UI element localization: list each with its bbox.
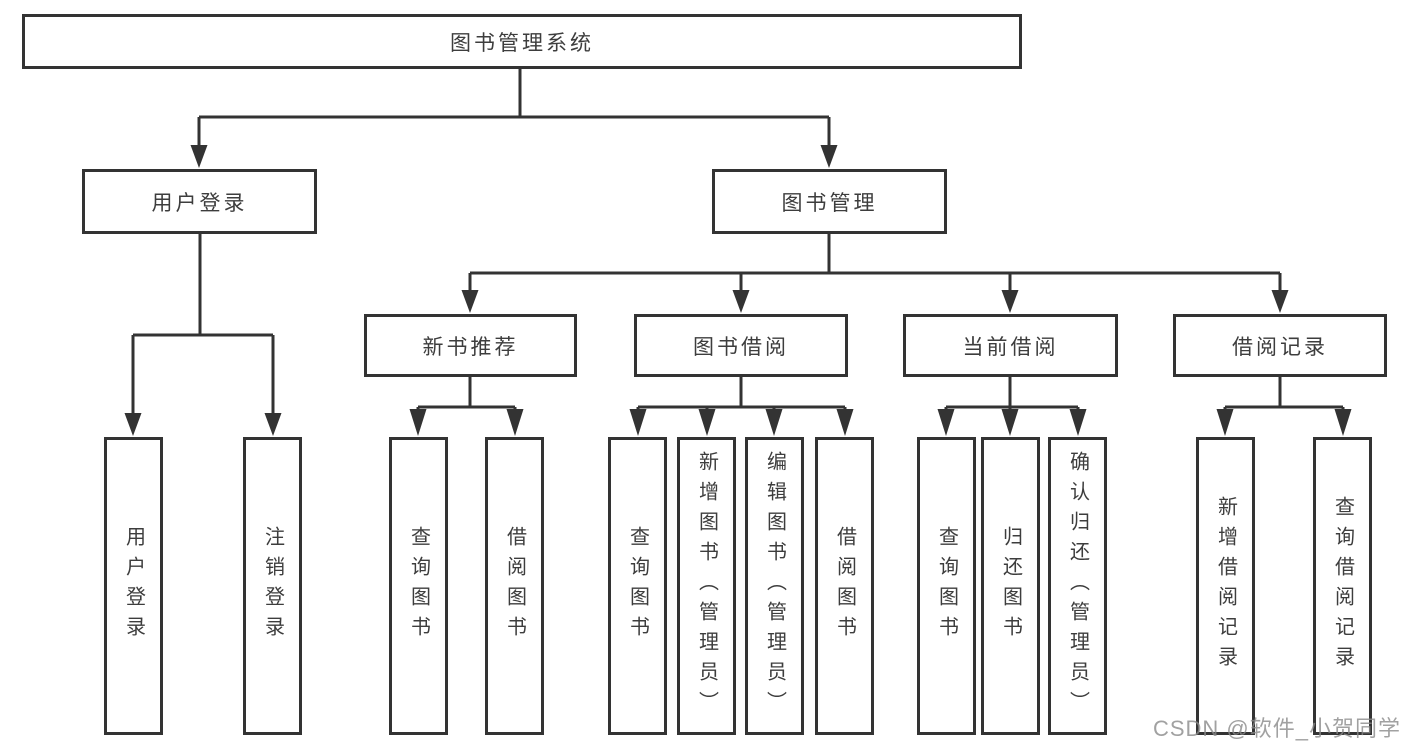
arrowhead-icon xyxy=(937,409,1087,436)
arrowhead-icon xyxy=(629,409,854,436)
leaf-borrow-books: 借阅图书 xyxy=(815,437,874,735)
leaf-borrow-books-recommend: 借阅图书 xyxy=(485,437,544,735)
leaf-query-borrow-record: 查询借阅记录 xyxy=(1313,437,1372,735)
leaf-logout-login: 注销登录 xyxy=(243,437,302,735)
connectors-user-login xyxy=(124,234,282,436)
node-current-borrowing: 当前借阅 xyxy=(903,314,1118,377)
connectors-current-borrowing xyxy=(937,377,1087,436)
connectors-book-borrowing xyxy=(629,377,854,436)
connector-line xyxy=(944,377,1080,410)
leaf-confirm-return-admin: 确认归还（管理员） xyxy=(1048,437,1107,735)
connectors-new-book-recommend xyxy=(409,377,524,436)
connector-line xyxy=(131,234,275,414)
leaf-user-login: 用户登录 xyxy=(104,437,163,735)
connector-line xyxy=(636,377,847,410)
arrowhead-icon xyxy=(461,290,1289,313)
arrowhead-icon xyxy=(1216,409,1352,436)
node-user-login: 用户登录 xyxy=(82,169,317,234)
leaf-add-borrow-record: 新增借阅记录 xyxy=(1196,437,1255,735)
arrowhead-icon xyxy=(124,413,282,436)
connectors-borrowing-records xyxy=(1216,377,1352,436)
leaf-add-books-admin: 新增图书（管理员） xyxy=(677,437,736,735)
leaf-query-books-recommend: 查询图书 xyxy=(389,437,448,735)
connectors-root xyxy=(190,69,838,168)
connector-line xyxy=(468,234,1282,292)
node-root-library-system: 图书管理系统 xyxy=(22,14,1022,69)
arrowhead-icon xyxy=(409,409,524,436)
csdn-watermark: CSDN @软件_小贺同学 xyxy=(1152,716,1401,741)
leaf-edit-books-admin: 编辑图书（管理员） xyxy=(745,437,804,735)
node-book-borrowing: 图书借阅 xyxy=(634,314,848,377)
connector-line xyxy=(416,377,517,410)
connector-line xyxy=(1223,377,1345,410)
connectors-book-management xyxy=(461,234,1289,313)
leaf-return-books: 归还图书 xyxy=(981,437,1040,735)
connector-line xyxy=(197,69,831,147)
node-book-management: 图书管理 xyxy=(712,169,947,234)
node-borrowing-records: 借阅记录 xyxy=(1173,314,1387,377)
arrowhead-icon xyxy=(190,145,838,168)
leaf-query-books-borrowing: 查询图书 xyxy=(608,437,667,735)
leaf-query-books-current: 查询图书 xyxy=(917,437,976,735)
node-new-book-recommend: 新书推荐 xyxy=(364,314,577,377)
